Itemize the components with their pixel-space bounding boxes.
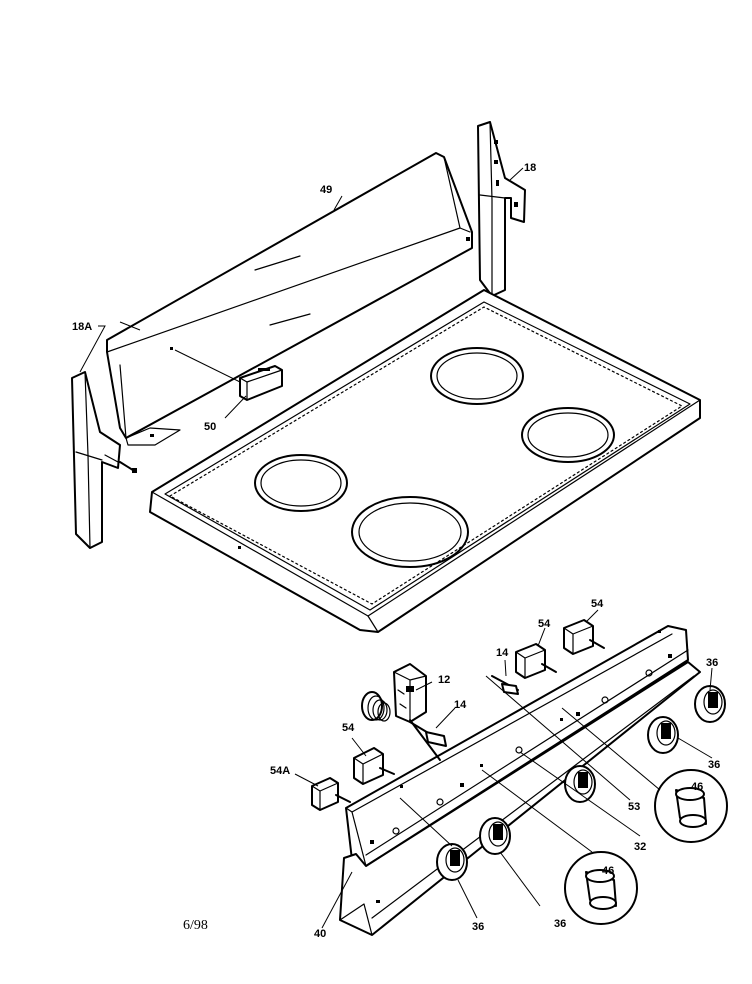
knob-36-front-2[interactable]: [479, 817, 511, 855]
burner-front-right: [521, 407, 615, 463]
knob-36-rear-1[interactable]: [647, 716, 679, 754]
trim-strip[interactable]: [239, 365, 283, 401]
callout-50: 50: [204, 421, 216, 433]
valve-54A[interactable]: [311, 777, 351, 811]
callout-14-lower: 14: [454, 699, 467, 711]
callout-labels: 18 49 18A 50 12 14 14 54 54 54 54A 36 36…: [72, 162, 720, 940]
orifice-14-upper[interactable]: [491, 675, 519, 695]
callout-54-right: 54: [591, 598, 604, 610]
callout-53: 53: [628, 801, 640, 813]
side-bracket-left[interactable]: [71, 371, 137, 549]
callout-49: 49: [320, 184, 332, 196]
knob-insert-46-front[interactable]: [564, 851, 638, 925]
switch-12[interactable]: [393, 663, 441, 761]
date-code: 6/98: [183, 918, 208, 933]
callout-36-front-1: 36: [472, 921, 484, 933]
cooktop[interactable]: [149, 289, 701, 633]
knob-32[interactable]: [564, 765, 596, 803]
callout-36-rear-1: 36: [708, 759, 720, 771]
orifice-14-lower[interactable]: [409, 721, 447, 747]
coil-spring: [361, 691, 391, 722]
callout-46-front: 46: [602, 865, 614, 877]
callout-12: 12: [438, 674, 450, 686]
knob-36-rear-2[interactable]: [694, 685, 726, 723]
valve-54-right[interactable]: [563, 619, 605, 655]
panel-holes: [370, 630, 672, 844]
callout-18: 18: [524, 162, 536, 174]
callout-54-left: 54: [342, 722, 355, 734]
callout-40: 40: [314, 928, 326, 940]
knob-insert-46-right[interactable]: [654, 769, 728, 843]
burner-rear-left: [254, 454, 348, 512]
callout-18A: 18A: [72, 321, 92, 333]
knob-36-front-1[interactable]: [436, 843, 468, 881]
callout-54A: 54A: [270, 765, 290, 777]
valve-54-left[interactable]: [353, 747, 395, 785]
callout-32: 32: [634, 841, 646, 853]
valve-54-mid[interactable]: [515, 643, 557, 679]
callout-36-front-2: 36: [554, 918, 566, 930]
callout-14-upper: 14: [496, 647, 509, 659]
burner-rear-right: [430, 347, 524, 405]
side-bracket-right[interactable]: [477, 121, 526, 297]
backguard-panel[interactable]: [106, 152, 473, 446]
burner-front-left: [351, 496, 469, 568]
callout-46-right: 46: [691, 781, 703, 793]
callout-54-mid: 54: [538, 618, 551, 630]
callout-36-rear-2: 36: [706, 657, 718, 669]
leader-lines: [79, 167, 713, 929]
